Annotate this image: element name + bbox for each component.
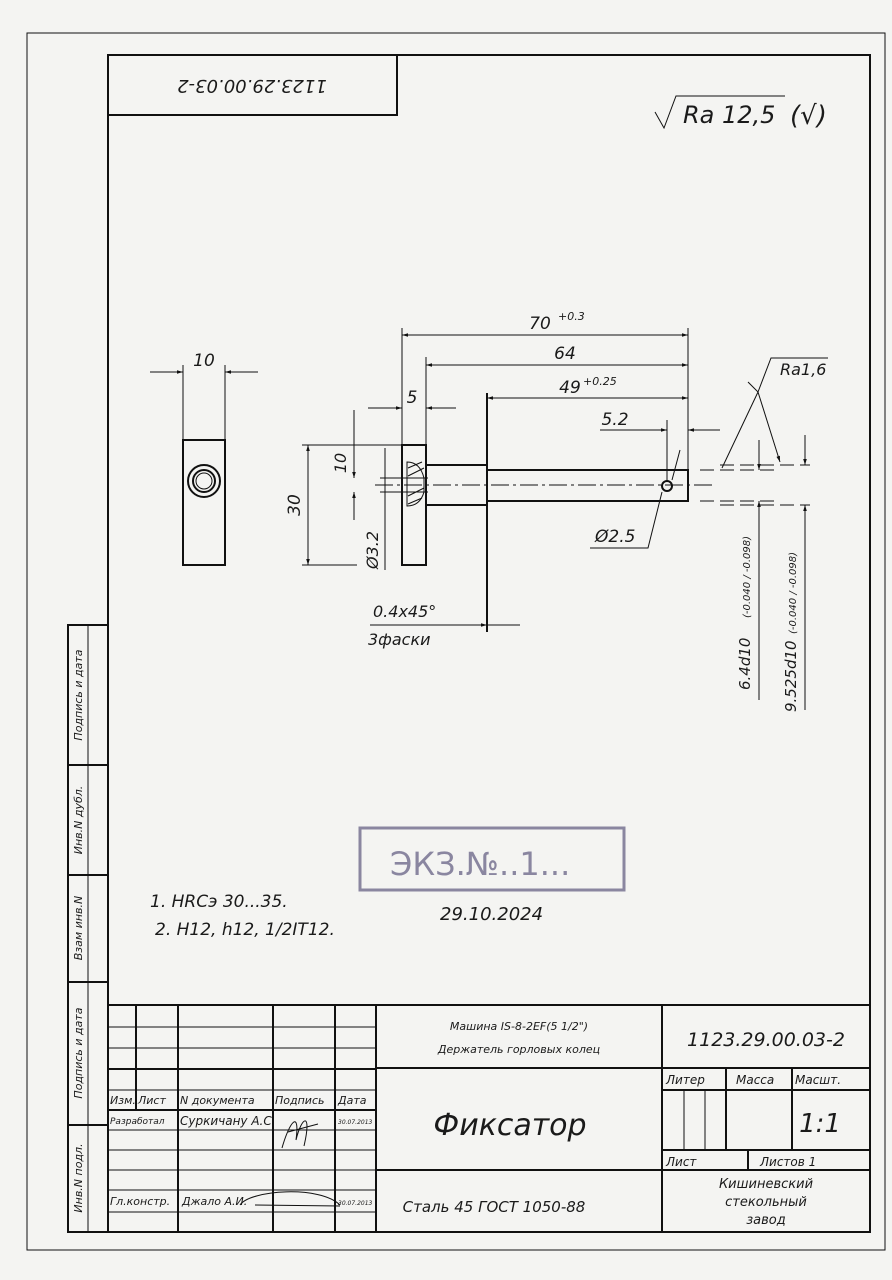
main-view: 70 +0.3 64 49 +0.25 5 5.2 30 10 Ø3.2 0.4…	[285, 310, 828, 712]
dim-flange-thickness: 5	[407, 388, 418, 408]
roughness-local: Ra1,6	[780, 360, 826, 379]
copy-stamp-date: 29.10.2024	[440, 904, 543, 925]
dim-chamfer-note: 3фаски	[368, 630, 431, 649]
dim-side-width: 10	[193, 351, 215, 371]
roughness-general-suffix: (√)	[790, 101, 827, 131]
scale-label: Масшт.	[795, 1073, 841, 1087]
outer-frame	[26, 32, 886, 1251]
dim-shaft-small: 6.4d10	[736, 638, 754, 690]
dim-flange-hole: 10	[331, 453, 350, 473]
assembly-line-2: Держатель горловых колец	[437, 1043, 600, 1056]
chief-label: Гл.констр.	[110, 1195, 170, 1208]
dim-pin-hole: Ø2.5	[594, 527, 635, 547]
developed-date: 30.07.2013	[338, 1119, 373, 1126]
sheet-label: Лист	[665, 1155, 697, 1169]
dim-shaft-small-tol: (-0.040 / -0.098)	[742, 536, 753, 618]
note-1: 1. HRCэ 30...35.	[150, 892, 288, 912]
doc-number: 1123.29.00.03-2	[687, 1029, 845, 1051]
company-line-2: стекольный	[725, 1195, 807, 1210]
chief-date: 30.07.2013	[338, 1200, 373, 1207]
company-line-3: завод	[746, 1213, 785, 1228]
title-block: Изм. Лист N документа Подпись Дата Разра…	[107, 1004, 871, 1233]
dim-length-64: 64	[554, 344, 576, 364]
roughness-general-value: Ra 12,5	[683, 101, 775, 129]
scale-value: 1:1	[799, 1109, 841, 1139]
dim-flange-height: 30	[285, 494, 305, 516]
top-stamp-number: 1123.29.00.03-2	[177, 75, 327, 96]
note-2: 2. H12, h12, 1/2IT12.	[155, 920, 335, 940]
copy-stamp: ЭКЗ.№..1... 29.10.2024	[358, 826, 626, 925]
material: Сталь 45 ГОСТ 1050-88	[403, 1198, 586, 1216]
assembly-line-1: Машина IS-8-2EF(5 1/2")	[450, 1020, 588, 1033]
mass-label: Масса	[736, 1073, 774, 1087]
side-strip-label: Инв.N подл.	[72, 1143, 85, 1212]
col-header: Изм.	[110, 1094, 136, 1107]
dim-shaft-large-tol: (-0.040 / -0.098)	[788, 552, 799, 634]
col-header: Лист	[137, 1094, 166, 1107]
liter-label: Литер	[665, 1073, 705, 1087]
dim-length-49-tol: +0.25	[583, 375, 617, 388]
col-header: Дата	[337, 1094, 367, 1107]
general-roughness: Ra 12,5 (√)	[654, 95, 827, 131]
dim-total-length-tol: +0.3	[558, 310, 585, 323]
side-strip-label: Инв.N дубл.	[72, 786, 85, 855]
dim-chamfer: 0.4x45°	[373, 602, 436, 621]
side-strip-label: Подпись и дата	[72, 1007, 85, 1098]
dim-bore: Ø3.2	[363, 531, 382, 570]
top-stamp: 1123.29.00.03-2	[107, 54, 398, 116]
chief-name: Джало А.И.	[181, 1195, 247, 1208]
col-header: N документа	[180, 1094, 255, 1107]
company-line-1: Кишиневский	[719, 1177, 813, 1192]
dim-total-length: 70	[529, 314, 551, 334]
developed-label: Разработал	[110, 1117, 165, 1127]
side-strip: Подпись и дата Инв.N дубл. Взам инв.N По…	[67, 624, 109, 1233]
dim-length-49: 49	[559, 378, 581, 398]
side-strip-label: Взам инв.N	[72, 896, 85, 960]
dim-hole-offset: 5.2	[601, 410, 628, 430]
part-name: Фиксатор	[433, 1108, 586, 1143]
col-header: Подпись	[275, 1094, 324, 1107]
dim-shaft-large: 9.525d10	[782, 640, 800, 712]
side-strip-label: Подпись и дата	[72, 649, 85, 740]
side-view: 10	[150, 351, 258, 566]
copy-stamp-text: ЭКЗ.№..1...	[390, 845, 570, 883]
sheets-label: Листов 1	[759, 1155, 816, 1169]
developer-name: Суркичану А.С	[180, 1114, 272, 1128]
